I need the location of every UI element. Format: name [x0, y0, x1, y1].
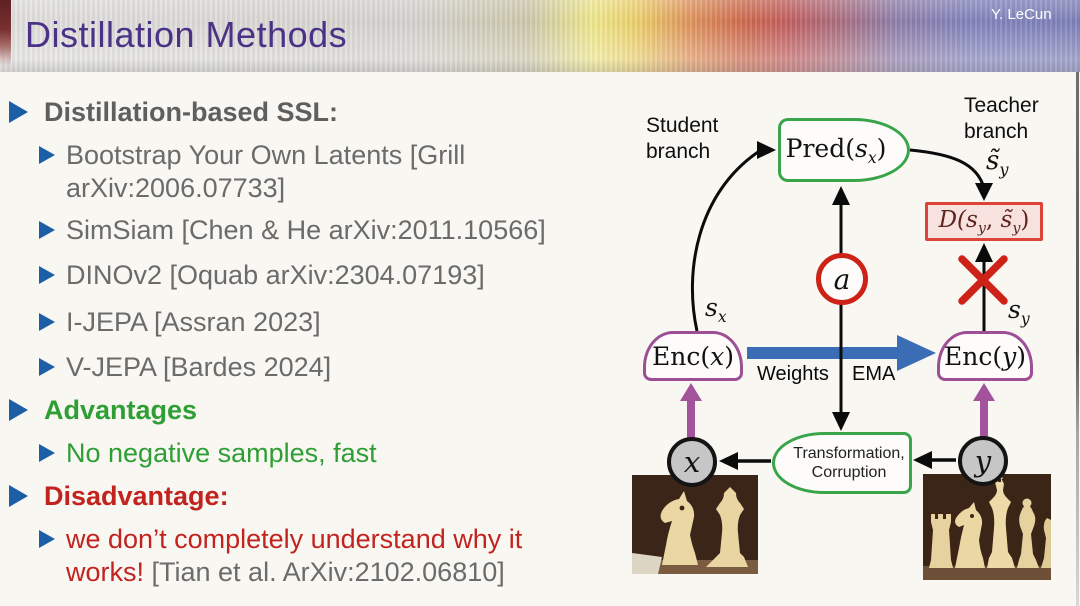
- list-item-text-red: we don’t completely understand why it wo…: [66, 524, 523, 587]
- author-credit: Y. LeCun: [991, 6, 1052, 23]
- arrowhead-y-to-transformation: [913, 451, 932, 469]
- bishop-piece-icon: [1017, 504, 1039, 568]
- transformation-node: Transformation, Corruption: [772, 432, 912, 494]
- list-item-label: No negative samples, fast: [66, 438, 377, 468]
- distance-label: D(sy, s̃y): [938, 206, 1030, 237]
- red-x-stroke: [958, 255, 1008, 305]
- knight-piece-icon: [955, 502, 985, 568]
- s-y-label: sy: [1008, 295, 1030, 328]
- bullet-triangle-icon: [9, 485, 28, 507]
- arrowhead-a-to-transformation: [832, 412, 850, 431]
- list-item-disadvantage: Disadvantage:: [9, 480, 229, 513]
- knight-eye: [970, 514, 974, 518]
- light-tile: [632, 553, 662, 574]
- arrowhead-pred-to-dbox: [975, 183, 993, 201]
- transformation-line2: Corruption: [811, 464, 887, 481]
- action-variable-node: a: [816, 253, 868, 305]
- partial-piece-icon: [1041, 518, 1051, 568]
- bishop-head: [1022, 498, 1032, 508]
- arrowhead-transformation-to-x: [719, 452, 738, 470]
- list-item-label: Advantages: [44, 395, 198, 425]
- knight-piece-icon: [660, 491, 698, 565]
- a-label: a: [833, 262, 851, 296]
- header-banner: [0, 0, 1080, 72]
- encoder-x-node: Enc(x): [643, 331, 743, 381]
- list-item-label: Distillation-based SSL:: [44, 97, 339, 127]
- x-label: x: [683, 445, 701, 479]
- list-item-label: Bootstrap Your Own Latents [Grill arXiv:…: [66, 140, 466, 203]
- transformation-line1: Transformation,: [793, 445, 905, 462]
- ema-label: EMA: [852, 363, 896, 385]
- list-item-byol: Bootstrap Your Own Latents [Grill arXiv:…: [39, 139, 528, 205]
- bullet-triangle-icon: [9, 101, 28, 123]
- y-label: y: [974, 444, 992, 478]
- tall-piece-icon: [706, 487, 748, 567]
- list-item-label: Disadvantage:: [44, 481, 229, 511]
- arrow-pred-to-dbox: [909, 148, 986, 189]
- arrowhead-encx-to-pred: [757, 141, 776, 159]
- list-item-label: DINOv2 [Oquab arXiv:2304.07193]: [66, 260, 485, 290]
- list-item-label: V-JEPA [Bardes 2024]: [66, 352, 332, 382]
- bullet-triangle-icon: [39, 444, 55, 462]
- rook-piece-icon: [929, 514, 953, 568]
- pred-label: Pred(sx): [785, 133, 887, 167]
- knight-eye: [679, 505, 685, 511]
- arrowhead-x-to-encx: [680, 383, 702, 401]
- student-branch-label: Student branch: [646, 114, 719, 163]
- arrow-encx-to-pred: [690, 150, 759, 332]
- slide-right-edge: [1076, 72, 1079, 606]
- bullet-triangle-icon: [39, 221, 55, 239]
- x-input-node: x: [667, 437, 717, 487]
- s-tilde-y-label: s̃y: [986, 146, 1009, 180]
- list-item-ijepa: I-JEPA [Assran 2023]: [39, 306, 321, 339]
- list-item-dont-understand: we don’t completely understand why it wo…: [39, 523, 606, 589]
- teacher-branch-label: Teacher branch: [964, 94, 1039, 143]
- distance-node: D(sy, s̃y): [925, 202, 1043, 241]
- arrowhead-a-to-pred: [832, 186, 850, 205]
- encoder-x-label: Enc(x): [652, 341, 734, 371]
- list-item-no-negatives: No negative samples, fast: [39, 437, 377, 470]
- page-title: Distillation Methods: [25, 14, 348, 55]
- table-surface: [923, 566, 1051, 580]
- list-item-vjepa: V-JEPA [Bardes 2024]: [39, 351, 331, 384]
- encoder-y-label: Enc(y): [944, 341, 1026, 371]
- blue-ema-arrowhead: [897, 335, 936, 371]
- list-item-advantages: Advantages: [9, 394, 197, 427]
- encoder-y-node: Enc(y): [937, 331, 1033, 381]
- list-item-citation: [Tian et al. ArXiv:2102.06810]: [144, 557, 505, 587]
- list-item-label: I-JEPA [Assran 2023]: [66, 307, 321, 337]
- arrowhead-ency-to-dbox: [975, 243, 993, 262]
- list-item-simsiam: SimSiam [Chen & He arXiv:2011.10566]: [39, 214, 546, 247]
- bullet-triangle-icon: [39, 146, 55, 164]
- weights-label: Weights: [757, 363, 829, 385]
- king-piece-icon: [987, 478, 1015, 568]
- banner-paint-smudge: [0, 0, 11, 66]
- chess-photo-x: [632, 475, 758, 574]
- list-item-distillation-ssl: Distillation-based SSL:: [9, 96, 338, 129]
- arrowhead-y-to-ency: [973, 383, 995, 401]
- bullet-triangle-icon: [39, 530, 55, 548]
- list-item-label: SimSiam [Chen & He arXiv:2011.10566]: [66, 215, 546, 245]
- bullet-triangle-icon: [39, 313, 55, 331]
- pred-node: Pred(sx): [778, 118, 910, 182]
- y-input-node: y: [958, 436, 1008, 486]
- bullet-triangle-icon: [39, 266, 55, 284]
- s-x-label: sx: [705, 293, 727, 326]
- bullet-triangle-icon: [9, 399, 28, 421]
- chess-photo-y: [923, 474, 1051, 580]
- list-item-dinov2: DINOv2 [Oquab arXiv:2304.07193]: [39, 259, 485, 292]
- bullet-triangle-icon: [39, 358, 55, 376]
- list-item-label: we don’t completely understand why it wo…: [66, 523, 606, 589]
